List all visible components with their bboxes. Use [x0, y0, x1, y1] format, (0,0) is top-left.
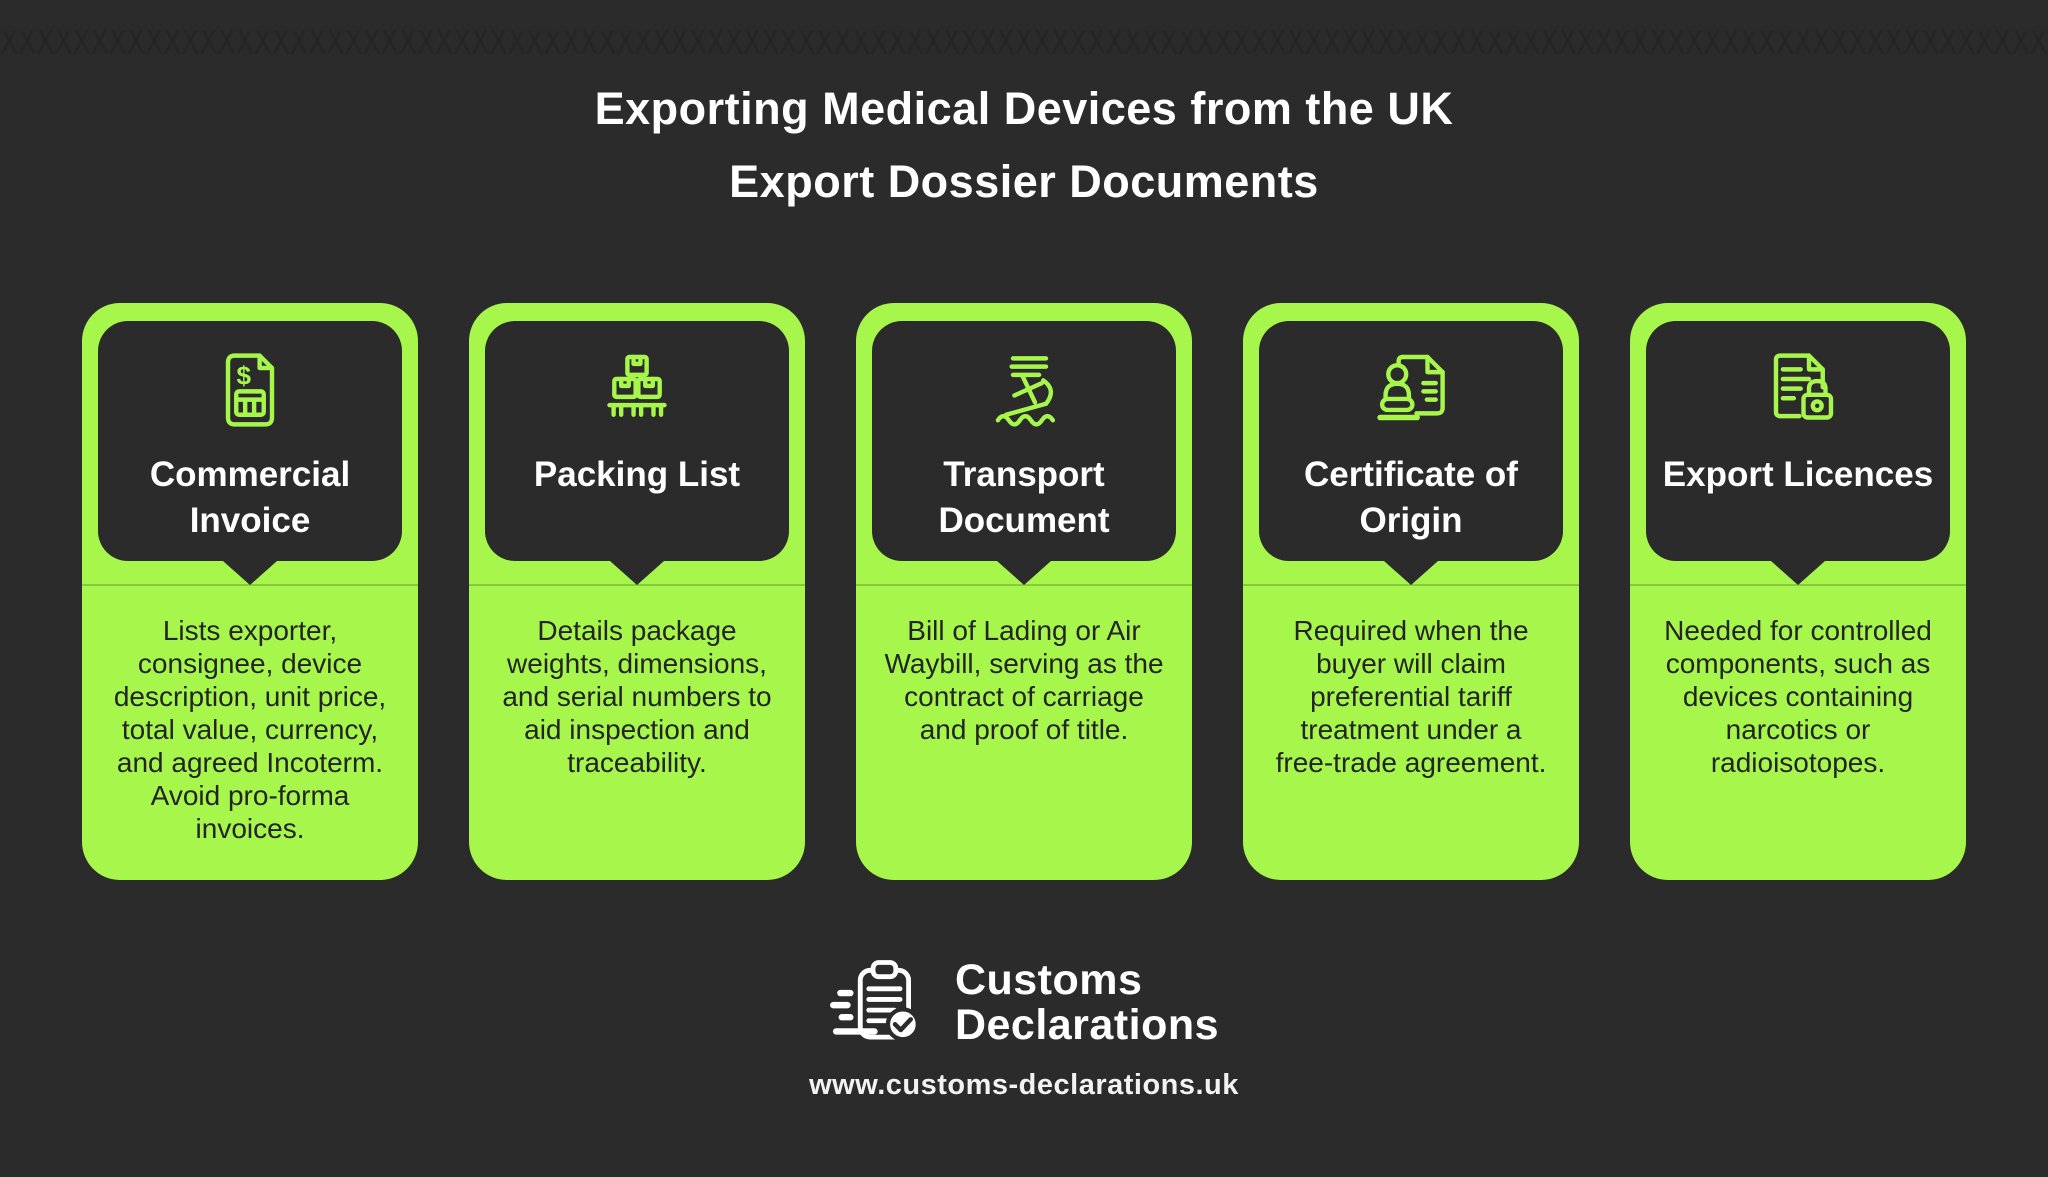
brand-logo-row: Customs Declarations	[0, 955, 2048, 1051]
separator-line	[1243, 584, 1579, 586]
document-cards-row: $ Commercial Invoice Lists exporter, con…	[0, 303, 2048, 880]
title-line-2: Export Dossier Documents	[729, 156, 1319, 207]
stamp-document-icon	[1377, 354, 1445, 421]
header-tail	[223, 561, 277, 585]
card-body: Bill of Lading or Air Waybill, serving a…	[884, 615, 1164, 746]
card-header: $ Commercial Invoice	[98, 321, 402, 561]
background-zigzag-texture	[0, 30, 2048, 54]
card-commercial-invoice: $ Commercial Invoice Lists exporter, con…	[82, 303, 418, 880]
invoice-dollar-icon: $	[225, 353, 275, 427]
card-export-licences: Export Licences Needed for controlled co…	[1630, 303, 1966, 880]
card-body: Needed for controlled components, such a…	[1664, 615, 1932, 779]
card-title: Export Licences	[1662, 455, 1934, 494]
card-title: Transport Document	[938, 455, 1110, 540]
card-transport-document: Transport Document Bill of Lading or Air…	[856, 303, 1192, 880]
card-title: Packing List	[533, 455, 741, 494]
pallet-boxes-icon	[607, 354, 667, 417]
separator-line	[1630, 584, 1966, 586]
separator-line	[82, 584, 418, 586]
card-body: Details package weights, dimensions, and…	[502, 615, 772, 779]
header-tail	[610, 561, 664, 585]
card-body: Required when the buyer will claim prefe…	[1275, 615, 1547, 779]
title-line-1: Exporting Medical Devices from the UK	[594, 83, 1454, 134]
card-title: Certificate of Origin	[1304, 455, 1518, 540]
header-tail	[1384, 561, 1438, 585]
card-header: Export Licences	[1646, 321, 1950, 561]
card-certificate-of-origin: Certificate of Origin Required when the …	[1243, 303, 1579, 880]
page-title: Exporting Medical Devices from the UK Ex…	[0, 0, 2048, 204]
brand-name-line-2: Declarations	[954, 1001, 1220, 1049]
header-tail	[997, 561, 1051, 585]
brand-name-line-1: Customs	[954, 956, 1143, 1005]
card-packing-list: Packing List Details package weights, di…	[469, 303, 805, 880]
separator-line	[469, 584, 805, 586]
footer: Customs Declarations www.customs-declara…	[0, 955, 2048, 1102]
card-header: Transport Document	[872, 321, 1176, 561]
card-header: Certificate of Origin	[1259, 321, 1563, 561]
header-tail	[1771, 561, 1825, 585]
website-url: www.customs-declarations.uk	[809, 1069, 1239, 1101]
document-lock-icon	[1773, 353, 1834, 420]
card-body: Lists exporter, consignee, device descri…	[113, 615, 387, 845]
ship-icon	[995, 356, 1056, 427]
brand-name: Customs Declarations	[955, 958, 1219, 1047]
card-title: Commercial Invoice	[149, 455, 351, 540]
card-header: Packing List	[485, 321, 789, 561]
clipboard-check-icon	[830, 960, 920, 1042]
separator-line	[856, 584, 1192, 586]
svg-text:$: $	[237, 361, 252, 391]
